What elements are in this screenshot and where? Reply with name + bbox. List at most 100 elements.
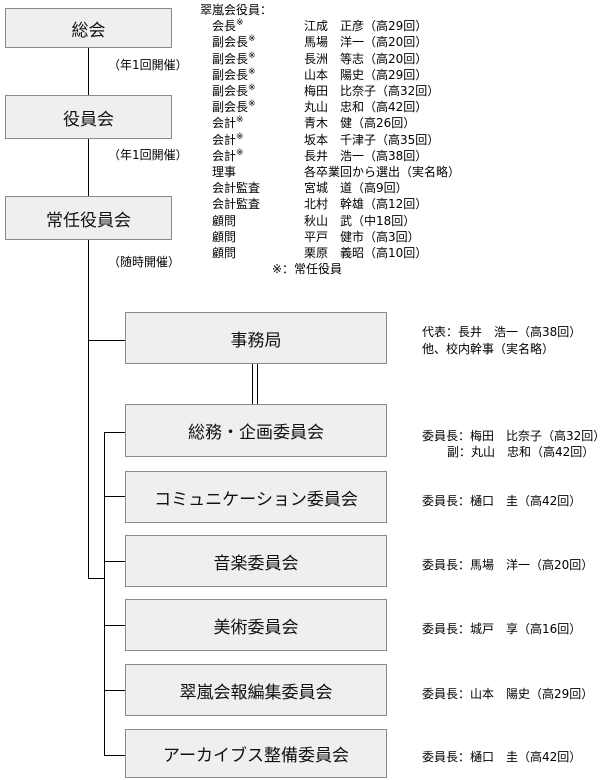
committee-label: コミュニケーション委員会	[154, 489, 358, 510]
officer-name: 江成 正彦（高29回）	[304, 19, 428, 34]
standing-officer-mark: ※	[248, 50, 256, 61]
officer-name: 各卒業回から選出（実名略）	[304, 164, 461, 179]
officer-row: 会計監査 北村 幹雄（高12回）	[212, 196, 460, 212]
standing-officer-mark: ※	[248, 34, 256, 45]
committee-box-music: 音楽委員会	[125, 535, 387, 587]
committee-box-communication: コミュニケーション委員会	[125, 471, 387, 523]
officer-row: 理事 各卒業回から選出（実名略）	[212, 164, 460, 180]
standing-officer-mark: ※	[236, 131, 244, 142]
committee-chair: 委員長：樋口 圭（高42回）	[422, 494, 582, 508]
officers-list: 翠嵐会役員： 会長※江成 正彦（高29回）副会長※馬場 洋一（高20回）副会長※…	[200, 2, 460, 282]
officer-row: 会計※ 坂本 千津子（高35回）	[212, 132, 460, 148]
committee-box-art: 美術委員会	[125, 599, 387, 651]
secretariat-label: 事務局	[230, 330, 282, 351]
board-frequency: （年1回開催）	[108, 148, 188, 162]
officer-role: 顧問	[212, 245, 237, 260]
officer-role: 会計	[212, 132, 237, 147]
committee-chair: 委員長：山本 陽史（高29回）	[422, 687, 594, 701]
general-meeting-label: 総会	[71, 20, 106, 41]
committee-label: 総務・企画委員会	[188, 423, 324, 443]
committee-box-general-affairs: 総務・企画委員会	[125, 404, 387, 457]
main-trunk-line	[88, 48, 89, 578]
officer-role: 副会長	[212, 100, 249, 115]
officer-role: 顧問	[212, 213, 237, 228]
secretariat-desc-1: 代表：長井 浩一（高38回）	[422, 325, 582, 339]
committee-tick-2	[104, 496, 125, 497]
officer-row: 顧問 栗原 義昭（高10回）	[212, 245, 460, 261]
officer-role: 会長	[212, 19, 237, 34]
general-meeting-frequency: （年1回開催）	[108, 58, 188, 72]
standing-officer-mark: ※	[248, 66, 256, 77]
standing-officer-mark: ※	[236, 147, 244, 158]
board-label: 役員会	[63, 109, 114, 130]
officer-row: 副会長※山本 陽史（高29回）	[212, 67, 460, 83]
double-line-left	[252, 364, 253, 404]
officer-role: 副会長	[212, 51, 249, 66]
committee-chair: 委員長：梅田 比奈子（高32回）	[422, 429, 600, 443]
officers-heading: 翠嵐会役員：	[200, 3, 273, 17]
standing-board-box: 常任役員会	[5, 196, 172, 240]
committee-tick-3	[104, 561, 125, 562]
branch-to-secretariat	[88, 340, 125, 341]
officer-role: 副会長	[212, 35, 249, 50]
officer-row: 副会長※ 長洲 等志（高20回）	[212, 51, 460, 67]
officer-role: 理事	[212, 164, 237, 179]
standing-officer-mark: ※	[236, 18, 244, 29]
officer-role: 会計監査	[212, 197, 261, 212]
officer-name: 秋山 武（中18回）	[304, 213, 416, 228]
standing-board-label: 常任役員会	[46, 210, 131, 231]
committee-tick-5	[104, 690, 125, 691]
officer-name: 馬場 洋一（高20回）	[304, 35, 428, 50]
officer-row: 副会長※ 馬場 洋一（高20回）	[212, 34, 460, 50]
officer-name: 丸山 忠和（高42回）	[304, 100, 428, 115]
officer-name: 青木 健（高26回）	[304, 116, 416, 131]
officer-row: 会計※ 青木 健（高26回）	[212, 115, 460, 131]
officer-name: 長洲 等志（高20回）	[304, 51, 428, 66]
officer-row: 顧問 秋山 武（中18回）	[212, 213, 460, 229]
officers-note: ※：常任役員	[272, 262, 343, 276]
officer-name: 梅田 比奈子（高32回）	[304, 83, 440, 98]
officer-role: 会計監査	[212, 181, 261, 196]
officer-name: 平戸 健市（高3回）	[304, 229, 420, 244]
officer-name: 長井 浩一（高38回）	[304, 148, 428, 163]
officer-name: 宮城 道（高9回）	[304, 181, 408, 196]
committee-bus-line	[104, 432, 105, 755]
committee-label: 音楽委員会	[213, 553, 299, 574]
officer-row: 副会長※ 丸山 忠和（高42回）	[212, 99, 460, 115]
committee-box-archives: アーカイブス整備委員会	[125, 729, 387, 778]
committee-tick-4	[104, 625, 125, 626]
committee-label: アーカイブス整備委員会	[163, 746, 349, 766]
officer-row: 会計監査 宮城 道（高9回）	[212, 180, 460, 196]
board-box: 役員会	[5, 95, 172, 139]
committee-vice-chair: 副：丸山 忠和（高42回）	[447, 445, 595, 459]
officer-row: 会長※ 江成 正彦（高29回）	[212, 18, 460, 34]
officer-name: 栗原 義昭（高10回）	[304, 245, 428, 260]
officer-role: 顧問	[212, 229, 237, 244]
secretariat-box: 事務局	[125, 312, 387, 364]
officer-name: 坂本 千津子（高35回）	[304, 132, 440, 147]
committee-tick-1	[104, 432, 125, 433]
committee-box-newsletter: 翠嵐会報編集委員会	[125, 664, 387, 716]
committee-tick-6	[104, 755, 125, 756]
committee-label: 翠嵐会報編集委員会	[179, 682, 333, 703]
officer-name: 山本 陽史（高29回）	[304, 67, 428, 82]
branch-to-committees	[88, 578, 104, 579]
double-line-right	[257, 364, 258, 404]
general-meeting-box: 総会	[5, 8, 172, 48]
officer-role: 会計	[212, 116, 237, 131]
officer-row: 会計※ 長井 浩一（高38回）	[212, 148, 460, 164]
committee-chair: 委員長：馬場 洋一（高20回）	[422, 558, 594, 572]
officer-name: 北村 幹雄（高12回）	[304, 197, 428, 212]
officer-role: 会計	[212, 148, 237, 163]
officer-row: 副会長※ 梅田 比奈子（高32回）	[212, 83, 460, 99]
officer-row: 顧問 平戸 健市（高3回）	[212, 229, 460, 245]
officer-role: 副会長	[212, 83, 249, 98]
standing-board-frequency: （随時開催）	[108, 255, 181, 269]
standing-officer-mark: ※	[236, 115, 244, 126]
committee-chair: 委員長：城戸 享（高16回）	[422, 622, 582, 636]
secretariat-desc-2: 他、校内幹事（実名略）	[422, 342, 555, 356]
standing-officer-mark: ※	[248, 99, 256, 110]
committee-chair: 委員長：樋口 圭（高42回）	[422, 750, 582, 764]
committee-label: 美術委員会	[213, 617, 299, 638]
standing-officer-mark: ※	[248, 82, 256, 93]
